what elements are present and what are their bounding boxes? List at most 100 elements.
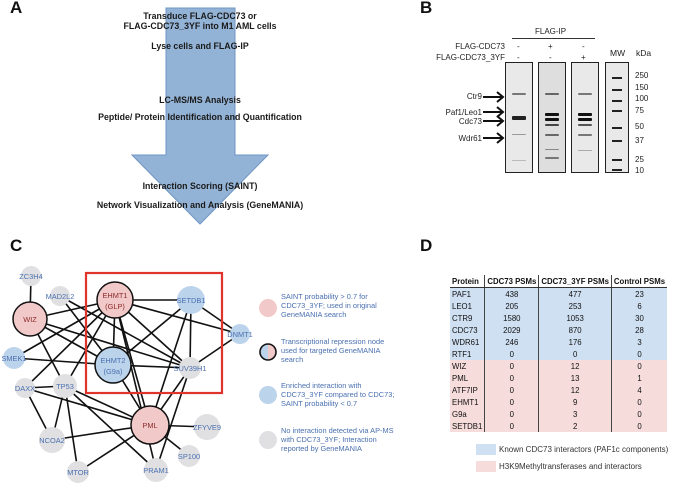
- step-genemania: Network Visualization and Analysis (Gene…: [96, 200, 304, 210]
- table-header-row: Protein CDC73 PSMs CDC73_3YF PSMs Contro…: [450, 275, 668, 288]
- lane2-cdc73: +: [548, 42, 553, 51]
- mw-label: MW: [610, 48, 626, 58]
- mw-marker-10: 10: [635, 166, 644, 175]
- cell-cdc73-3yf-psms: 2: [538, 420, 612, 432]
- node-label: WIZ: [23, 315, 37, 324]
- panel-a: A Transduce FLAG-CDC73 or FLAG-CDC73_3YF…: [0, 0, 340, 230]
- workflow-arrow: [130, 7, 270, 225]
- cell-cdc73-3yf-psms: 12: [538, 384, 612, 396]
- cell-protein: ATF7IP: [450, 384, 485, 396]
- kda-label: kDa: [636, 48, 652, 58]
- cell-protein: WDR61: [450, 336, 485, 348]
- cell-control-psms: 6: [610, 300, 668, 312]
- cell-protein: CDC73: [450, 324, 485, 336]
- node-label: DNMT1: [227, 330, 252, 339]
- node-smek1: SMEK1: [1, 347, 27, 369]
- cell-control-psms: 3: [610, 336, 668, 348]
- cell-cdc73-psms: 0: [484, 348, 539, 360]
- lane2-cdc73-3yf: -: [549, 53, 552, 62]
- col-header-control: Control PSMs: [610, 275, 668, 288]
- legend-h3k9: H3K9Methyltransferases and interactors: [499, 462, 642, 471]
- legend-blue-swatch: [259, 386, 277, 404]
- row-label-cdc73: FLAG-CDC73: [455, 42, 505, 51]
- legend-split-swatch: [259, 343, 277, 361]
- cell-protein: PAF1: [450, 287, 485, 300]
- edge-daxx-ehmt1: [24, 299, 116, 389]
- cell-cdc73-3yf-psms: 253: [538, 300, 612, 312]
- legend-pink-swatch: [476, 461, 496, 472]
- node-label: SP100: [178, 452, 200, 461]
- node-label: ZC3H4: [19, 272, 42, 281]
- edge-setdb1-pml: [149, 299, 192, 426]
- cell-protein: EHMT1: [450, 396, 485, 408]
- edge-smek1-ehmt1: [13, 299, 116, 359]
- mw-marker-37: 37: [635, 136, 644, 145]
- node-label: MAD2L2: [46, 292, 75, 301]
- edge-wiz-suv39h1: [29, 318, 191, 369]
- gel-lane-3: [571, 62, 599, 173]
- node-ehmt1: EHMT1 (GLP): [96, 281, 134, 319]
- node-label: NCOA2: [39, 436, 64, 445]
- node-label: (GLP): [105, 302, 125, 311]
- node-setdb1: SETDB1: [177, 286, 206, 314]
- cell-cdc73-3yf-psms: 1053: [538, 312, 612, 324]
- band-label-ctr9: Ctr9: [466, 92, 482, 101]
- flag-ip-bracket: [512, 38, 595, 39]
- step-identification: Peptide/ Protein Identification and Quan…: [98, 112, 302, 122]
- down-arrow-icon: [130, 7, 270, 225]
- node-label: SETDB1: [177, 296, 206, 305]
- panel-a-label: A: [10, 0, 23, 17]
- psm-table: Protein CDC73 PSMs CDC73_3YF PSMs Contro…: [450, 275, 668, 432]
- cell-cdc73-3yf-psms: 3: [538, 408, 612, 420]
- mw-marker-150: 150: [635, 83, 649, 92]
- step-saint: Interaction Scoring (SAINT): [142, 181, 258, 191]
- band-arrows: [483, 91, 505, 144]
- cell-control-psms: 1: [610, 372, 668, 384]
- node-label: EHMT1: [102, 291, 127, 300]
- cell-control-psms: 30: [610, 312, 668, 324]
- row-label-cdc73-3yf: FLAG-CDC73_3YF: [436, 53, 505, 62]
- panel-b: B FLAG-IP FLAG-CDC73 FLAG-CDC73_3YF - - …: [360, 0, 700, 230]
- cell-protein: SETDB1: [450, 420, 485, 432]
- node-label: TP53: [56, 382, 74, 391]
- node-zc3h4: ZC3H4: [19, 266, 43, 286]
- step-lcms: LC-MS/MS Analysis: [159, 95, 241, 105]
- edge-suv39h1-pram1: [155, 367, 191, 471]
- node-pml: PML: [130, 405, 170, 445]
- node-wiz: WIZ: [12, 301, 48, 337]
- arrow-right-icon: [483, 106, 505, 118]
- cell-control-psms: 4: [610, 384, 668, 396]
- node-mad2l2: MAD2L2: [46, 286, 75, 306]
- node-label: MTOR: [67, 468, 89, 477]
- edge-tp53-pram1: [64, 385, 157, 471]
- arrow-right-icon: [483, 91, 505, 103]
- cell-cdc73-3yf-psms: 13: [538, 372, 612, 384]
- cell-cdc73-psms: 0: [484, 396, 539, 408]
- mw-marker-50: 50: [635, 122, 644, 131]
- node-pram1: PRAM1: [143, 458, 169, 482]
- cell-cdc73-psms: 0: [484, 372, 539, 384]
- gel-lane-2: [538, 62, 566, 173]
- lane1-cdc73: -: [517, 42, 520, 51]
- cell-cdc73-3yf-psms: 477: [538, 287, 612, 300]
- node-label: DAXX: [15, 384, 35, 393]
- mw-marker-100: 100: [635, 94, 649, 103]
- step-lyse: Lyse cells and FLAG-IP: [151, 41, 249, 51]
- cell-cdc73-psms: 0: [484, 384, 539, 396]
- node-label: ZFYVE9: [193, 423, 221, 432]
- node-ehmt2: EHMT2(G9a): [94, 346, 132, 384]
- arrow-right-icon: [483, 115, 505, 127]
- band-label-cdc73: Cdc73: [458, 117, 482, 126]
- repression-highlight-box: [84, 271, 224, 395]
- band-label-wdr61: Wdr61: [458, 134, 482, 143]
- node-sp100: SP100: [178, 445, 200, 467]
